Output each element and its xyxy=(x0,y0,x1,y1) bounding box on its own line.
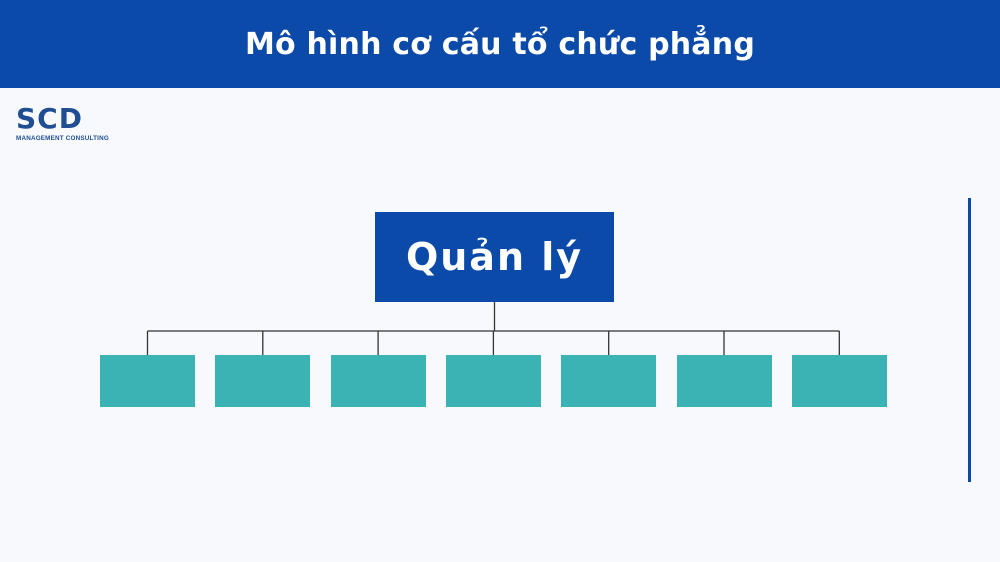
org-child-node xyxy=(215,355,311,407)
org-child-node xyxy=(561,355,657,407)
org-child-node xyxy=(100,355,195,407)
org-child-node xyxy=(676,355,772,407)
page-title: Mô hình cơ cấu tổ chức phẳng xyxy=(244,26,755,62)
header-bar: Mô hình cơ cấu tổ chức phẳng xyxy=(0,0,1000,88)
logo-wordmark: SCD xyxy=(16,102,83,135)
logo-subtitle: MANAGEMENT CONSULTING xyxy=(16,135,109,142)
org-child-node xyxy=(445,355,541,407)
org-root-label: Quản lý xyxy=(405,235,584,279)
vertical-divider xyxy=(968,198,971,482)
org-child-node xyxy=(791,355,887,407)
org-root-node: Quản lý xyxy=(375,212,614,302)
org-child-node xyxy=(330,355,426,407)
company-logo: SCD MANAGEMENT CONSULTING xyxy=(16,104,126,148)
